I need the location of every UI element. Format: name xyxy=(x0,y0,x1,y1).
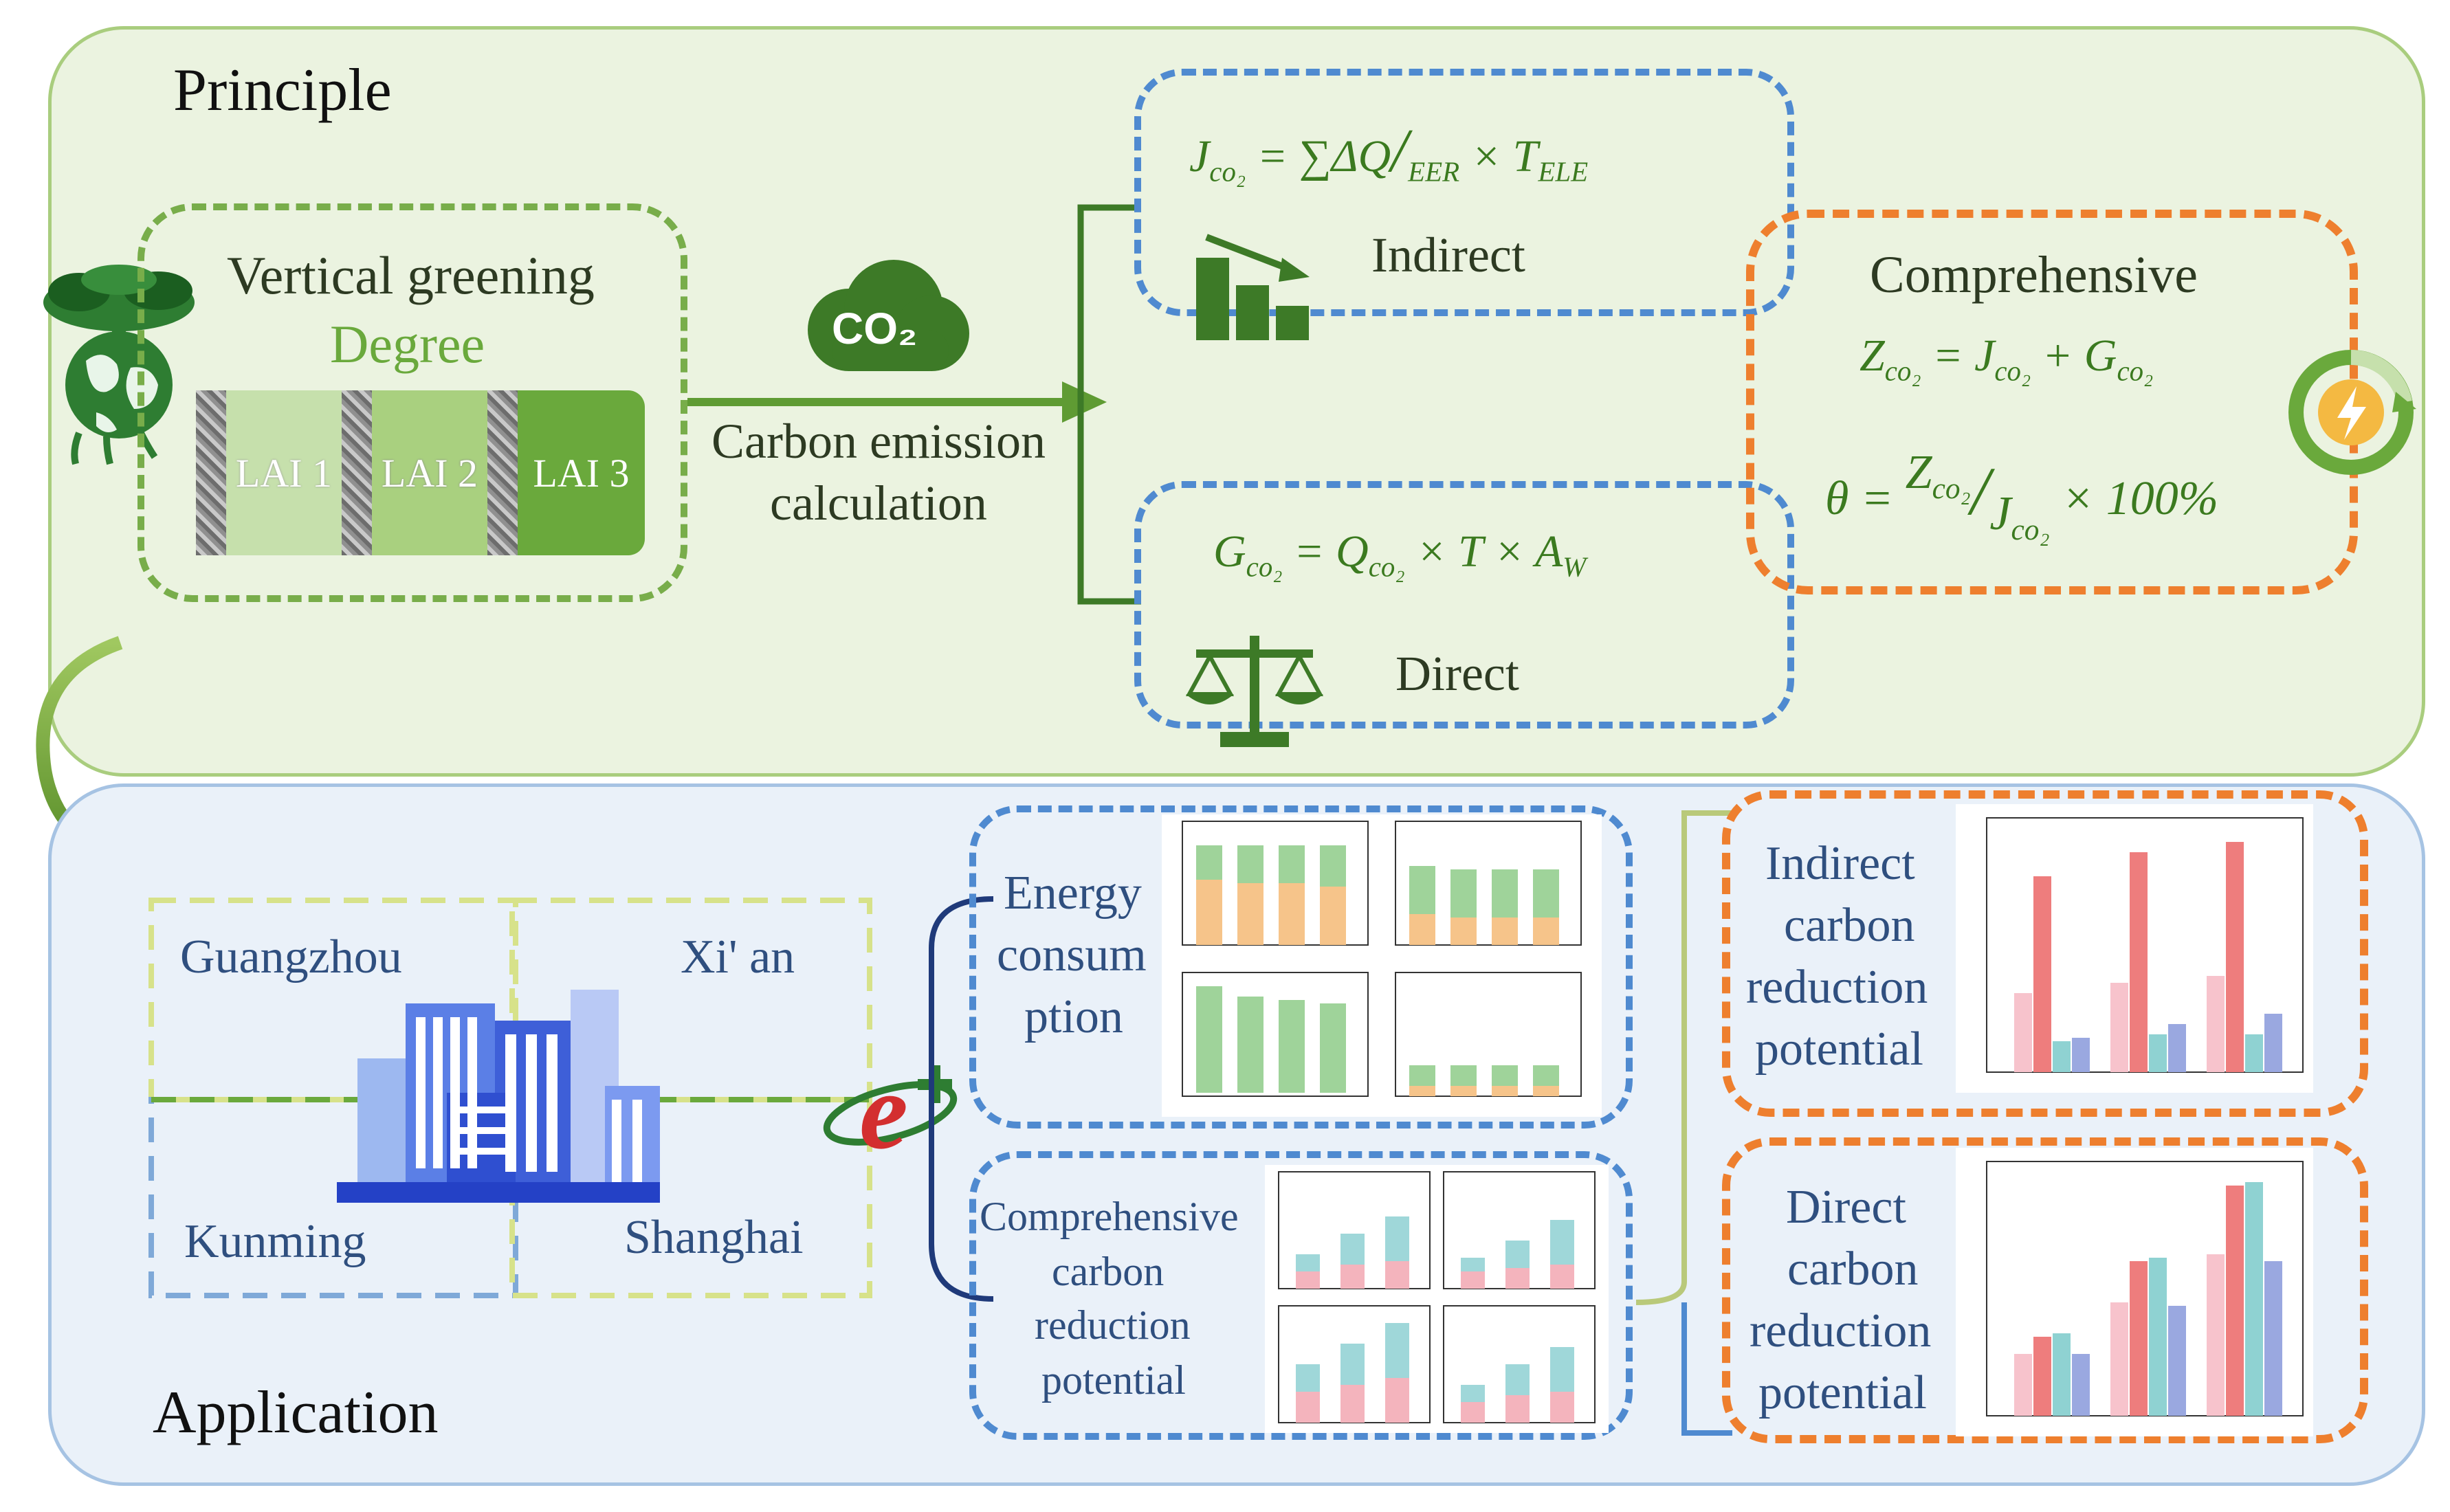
ind-label-line3: reduction xyxy=(1746,961,1928,1014)
stone-strip xyxy=(487,390,518,555)
vertical-greening-box xyxy=(137,203,687,602)
lai-1-label: LAI 1 xyxy=(235,450,333,496)
lai-2-label: LAI 2 xyxy=(381,450,478,496)
bar-decline-icon xyxy=(1196,234,1310,340)
comprehensive-equation-1: Zco₂ = Jco₂ + Gco₂ xyxy=(1859,331,2154,387)
city-buildings-icon xyxy=(337,990,660,1203)
lai-3-label: LAI 3 xyxy=(533,450,630,496)
direct-link-line xyxy=(1310,720,1777,726)
lai-2-block: LAI 2 xyxy=(372,390,487,555)
city-kunming: Kunming xyxy=(184,1215,366,1268)
indirect-equation: Jco₂ = ∑ΔQ/EER × TELE xyxy=(1189,117,1589,188)
stone-strip xyxy=(196,390,226,555)
principle-title: Principle xyxy=(173,57,392,124)
comp-label-line4: potential xyxy=(1041,1357,1186,1403)
results-bracket xyxy=(1635,810,1732,1436)
earth-tree-icon xyxy=(43,265,195,465)
dir-label-line2: carbon xyxy=(1787,1243,1919,1296)
energy-label-line3: ption xyxy=(1024,990,1123,1043)
co2-label: CO₂ xyxy=(832,304,918,353)
comprehensive-label: Comprehensive xyxy=(1870,246,2198,304)
indirect-link-line xyxy=(1299,307,1767,314)
lai-1-block: LAI 1 xyxy=(226,390,342,555)
energy-charts-thumbnail xyxy=(1162,814,1602,1117)
indirect-carbon-box xyxy=(1722,790,2368,1117)
comp-label-line3: reduction xyxy=(1035,1302,1191,1348)
energy-cycle-icon xyxy=(2288,350,2416,475)
dir-label-line4: potential xyxy=(1758,1366,1927,1419)
co2-cloud-icon xyxy=(808,260,969,371)
comp-label-line2: carbon xyxy=(1052,1249,1165,1294)
comprehensive-carbon-box xyxy=(969,1151,1633,1440)
dir-label-line1: Direct xyxy=(1786,1181,1906,1234)
comprehensive-equation-2: θ = Zco₂/Jco₂ × 100% xyxy=(1825,446,2219,547)
direct-carbon-box xyxy=(1722,1137,2368,1443)
calc-label-line2: calculation xyxy=(770,476,987,531)
dir-label-line3: reduction xyxy=(1750,1304,1932,1357)
direct-label: Direct xyxy=(1395,646,1519,701)
greening-label-line1: Vertical greening xyxy=(227,245,595,305)
application-bracket xyxy=(929,896,994,1302)
calc-label-line1: Carbon emission xyxy=(711,414,1046,469)
comprehensive-charts-thumbnail xyxy=(1265,1165,1609,1433)
indirect-chart-thumbnail xyxy=(1956,804,2313,1093)
ind-label-line4: potential xyxy=(1755,1023,1923,1076)
balance-scale-icon xyxy=(1185,636,1324,747)
flow-arrow xyxy=(687,381,1107,423)
indirect-formula-box xyxy=(1134,69,1794,316)
city-shanghai: Shanghai xyxy=(624,1211,804,1264)
e-plus-logo-icon: e xyxy=(823,1049,958,1172)
city-xian: Xi' an xyxy=(681,931,795,983)
branch-bracket xyxy=(1077,204,1141,605)
ind-label-line1: Indirect xyxy=(1765,837,1915,890)
direct-equation: Gco₂ = Qco₂ × T × AW xyxy=(1213,526,1587,583)
indirect-label: Indirect xyxy=(1371,227,1525,282)
comp-label-line1: Comprehensive xyxy=(980,1194,1239,1239)
stone-strip xyxy=(342,390,372,555)
ind-label-line2: carbon xyxy=(1784,899,1915,952)
energy-label-line1: Energy xyxy=(1004,867,1142,920)
application-title: Application xyxy=(153,1379,439,1446)
energy-consumption-box xyxy=(969,805,1633,1129)
lai-3-block: LAI 3 xyxy=(518,390,645,555)
greening-label-line2: Degree xyxy=(330,314,485,374)
svg-text:e: e xyxy=(859,1049,908,1172)
direct-chart-thumbnail xyxy=(1956,1148,2313,1436)
city-guangzhou: Guangzhou xyxy=(180,931,402,983)
energy-label-line2: consum xyxy=(997,929,1147,981)
